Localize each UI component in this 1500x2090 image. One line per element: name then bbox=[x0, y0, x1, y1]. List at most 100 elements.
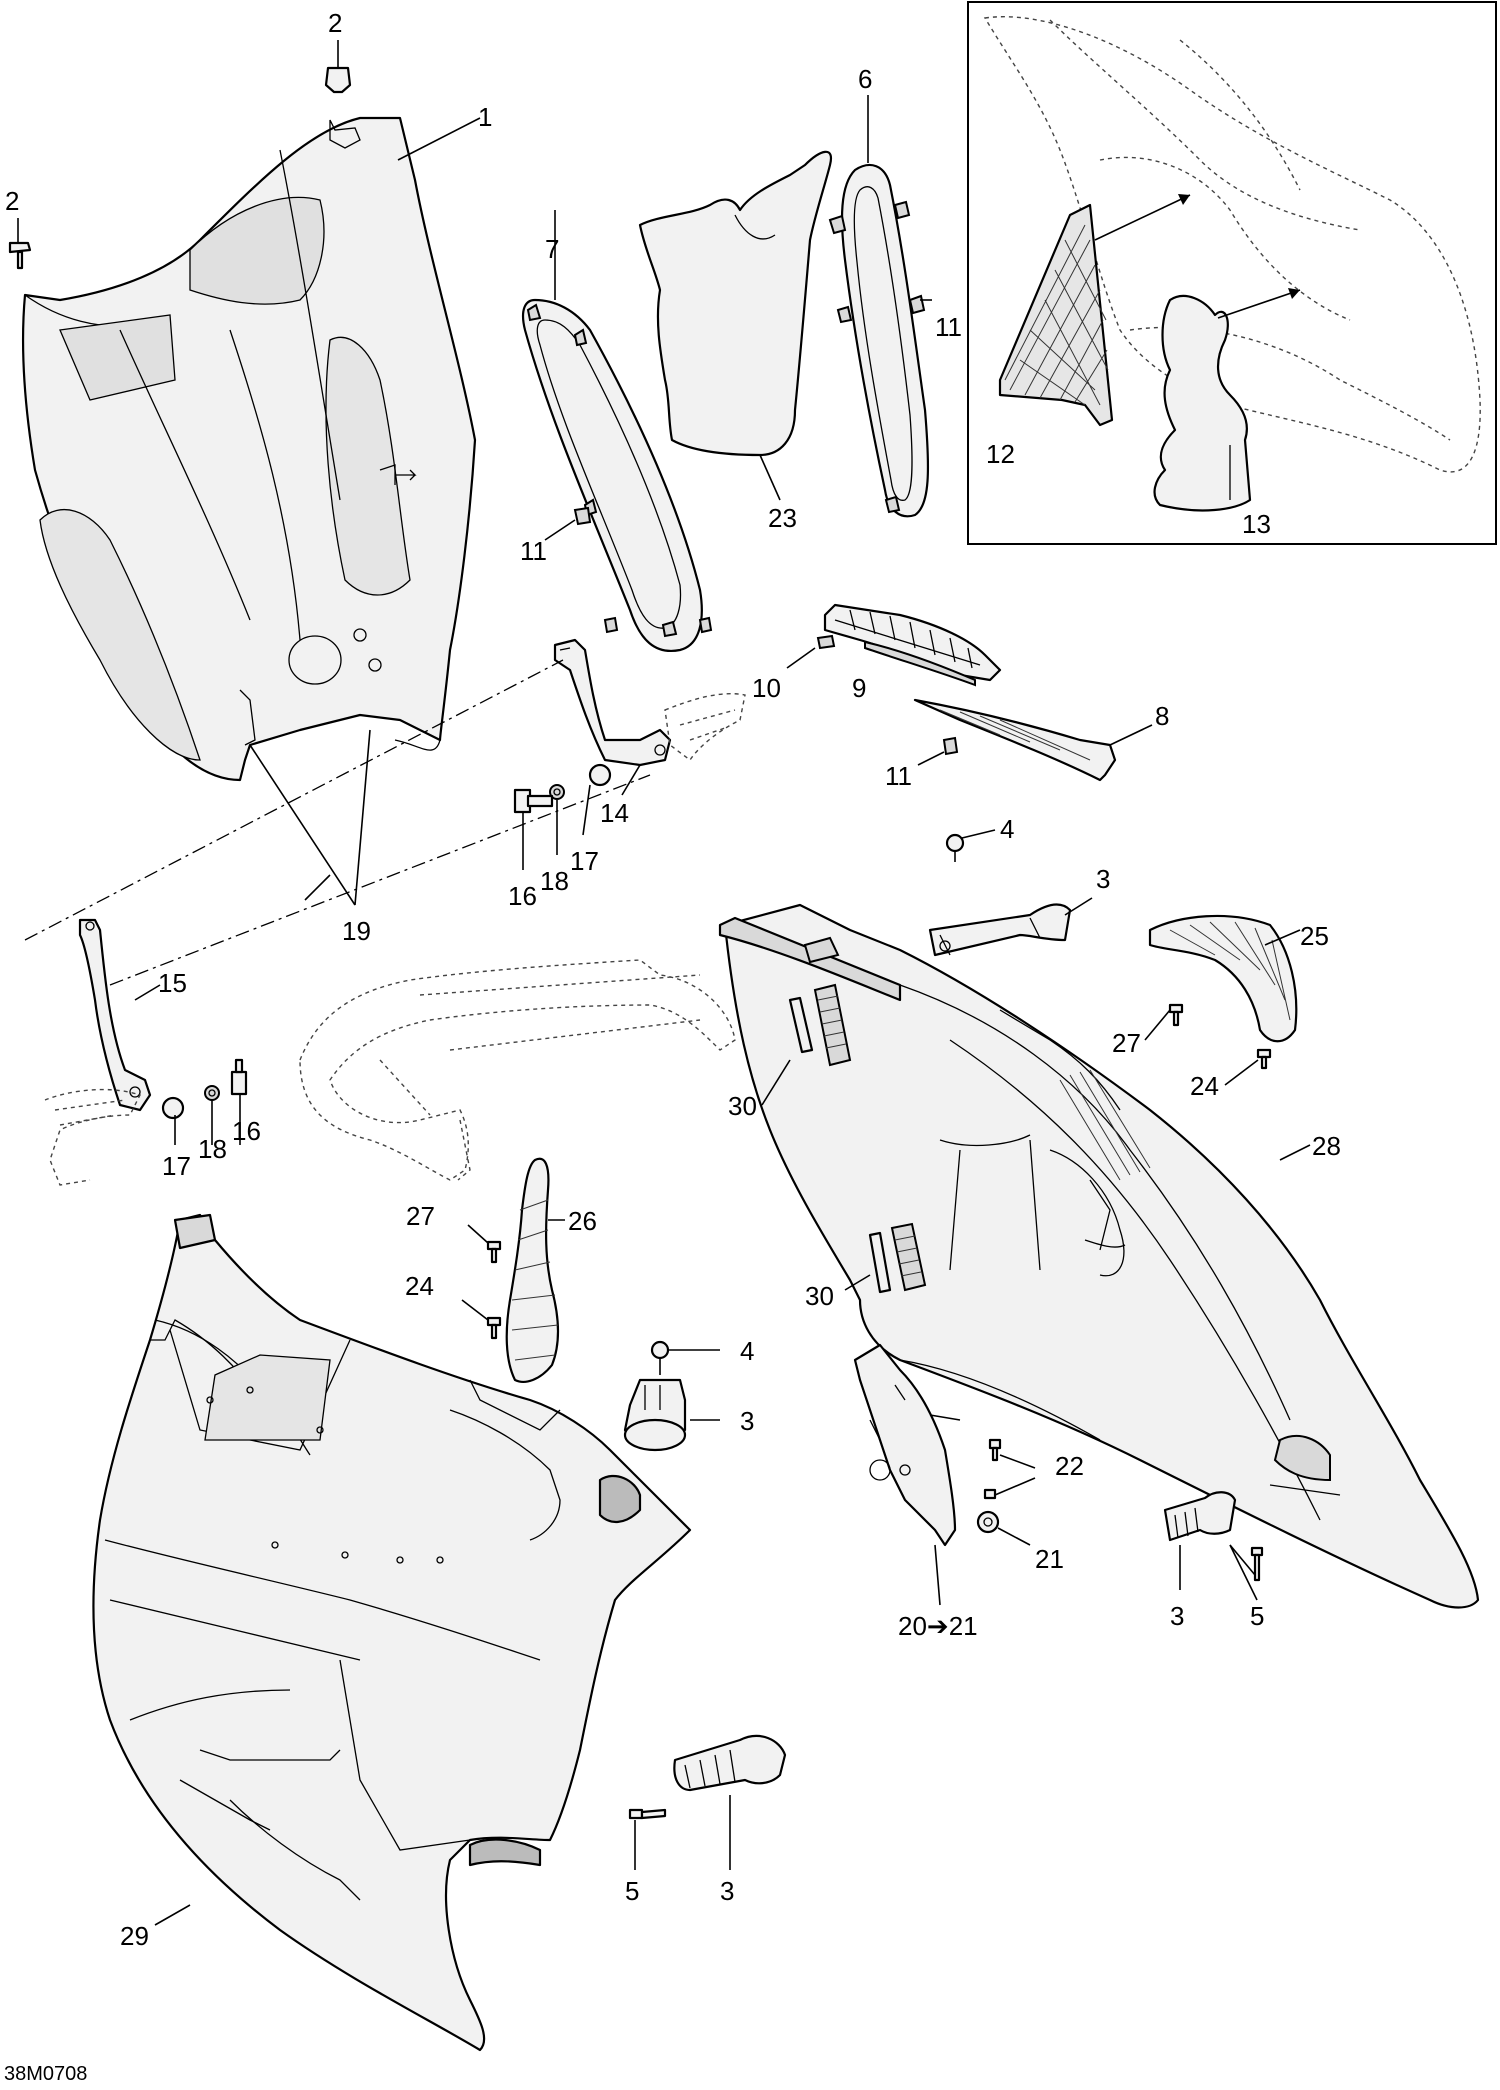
part-3-handle-center bbox=[623, 1378, 720, 1452]
leader-1 bbox=[397, 117, 481, 161]
callout-16b: 16 bbox=[232, 1116, 261, 1146]
inset-arrow bbox=[1217, 289, 1301, 319]
part-12-mesh-panel bbox=[998, 203, 1114, 427]
callout-18b: 18 bbox=[198, 1134, 227, 1164]
part-30-tape-upper bbox=[761, 983, 852, 1106]
part-29-side-panel bbox=[92, 1213, 692, 2052]
callout-26: 26 bbox=[568, 1206, 597, 1236]
callout-23: 23 bbox=[768, 503, 797, 533]
part-3-handle-upper bbox=[928, 897, 1093, 957]
ghost-line bbox=[1099, 156, 1351, 321]
part-27-screw-center bbox=[467, 1224, 502, 1264]
callout-19: 19 bbox=[342, 916, 371, 946]
callout-24a: 24 bbox=[1190, 1071, 1219, 1101]
ghost-frame-lower-left bbox=[44, 1088, 141, 1186]
ghost-line bbox=[1179, 39, 1301, 191]
callout-27a: 27 bbox=[1112, 1028, 1141, 1058]
callout-28: 28 bbox=[1312, 1131, 1341, 1161]
part-25-deflector bbox=[1148, 914, 1301, 1043]
ghost-line bbox=[1049, 19, 1361, 231]
part-10-nut bbox=[786, 634, 836, 669]
leader-19-a bbox=[249, 744, 356, 906]
callout-29: 29 bbox=[120, 1921, 149, 1951]
part-8-trim-strip bbox=[913, 698, 1153, 782]
callout-25: 25 bbox=[1300, 921, 1329, 951]
callout-7: 7 bbox=[545, 234, 559, 264]
callout-17a: 17 bbox=[570, 846, 599, 876]
callout-14: 14 bbox=[600, 798, 629, 828]
callout-3b: 3 bbox=[740, 1406, 754, 1436]
part-26-deflector bbox=[505, 1157, 565, 1383]
callout-5a: 5 bbox=[1250, 1601, 1264, 1631]
leader-17a bbox=[582, 784, 591, 836]
ghost-frame-piece bbox=[664, 692, 746, 762]
callout-8: 8 bbox=[1155, 701, 1169, 731]
callout-4b: 4 bbox=[740, 1336, 754, 1366]
part-21-grommet bbox=[976, 1510, 1031, 1546]
callout-27b: 27 bbox=[406, 1201, 435, 1231]
part-11-clip-a bbox=[544, 506, 592, 541]
part-27-screw-right bbox=[1144, 1003, 1184, 1041]
callout-2b: 2 bbox=[5, 186, 19, 216]
part-5-screw-right bbox=[1229, 1544, 1264, 1601]
inset-view bbox=[967, 1, 1497, 545]
part-24-screw-center bbox=[461, 1299, 502, 1340]
callout-11c: 11 bbox=[885, 761, 912, 791]
callout-16a: 16 bbox=[508, 881, 537, 911]
drawing-code: 38M0708 bbox=[4, 2063, 87, 2085]
callout-20: 20➔21 bbox=[898, 1611, 978, 1641]
callout-18a: 18 bbox=[540, 866, 569, 896]
callout-3c: 3 bbox=[1170, 1601, 1184, 1631]
part-28-side-panel bbox=[718, 903, 1480, 1609]
callout-10: 10 bbox=[752, 673, 781, 703]
callout-6: 6 bbox=[858, 64, 872, 94]
callout-1: 1 bbox=[478, 102, 492, 132]
ghost-vehicle-outline bbox=[983, 16, 1481, 473]
callout-4a: 4 bbox=[1000, 814, 1014, 844]
callout-21: 21 bbox=[1035, 1544, 1064, 1574]
callout-labels: 2 1 2 6 7 11 11 23 12 13 10 9 8 11 14 16… bbox=[4, 8, 1341, 2085]
callout-13: 13 bbox=[1242, 509, 1271, 539]
callout-3a: 3 bbox=[1096, 864, 1110, 894]
callout-9: 9 bbox=[852, 673, 866, 703]
hardware-stack-lower bbox=[161, 1058, 248, 1120]
part-3-handle-right bbox=[1163, 1491, 1237, 1590]
part-1-hood bbox=[21, 116, 477, 782]
hardware-stack-upper bbox=[513, 763, 612, 814]
part-7-vent-frame bbox=[521, 210, 713, 653]
callout-24b: 24 bbox=[405, 1271, 434, 1301]
callout-5b: 5 bbox=[625, 1876, 639, 1906]
part-6-vent-frame bbox=[828, 95, 930, 518]
callout-22: 22 bbox=[1055, 1451, 1084, 1481]
part-9-vent-grille bbox=[823, 603, 1002, 687]
part-2-clip-left bbox=[8, 218, 32, 270]
part-20-mounting-plate bbox=[853, 1343, 961, 1606]
center-line bbox=[109, 774, 651, 986]
part-14-bracket bbox=[553, 638, 672, 796]
inset-frame bbox=[967, 1, 1497, 545]
part-23-foam-panel bbox=[638, 150, 833, 501]
callout-17b: 17 bbox=[162, 1151, 191, 1181]
part-3-handle-bottom bbox=[673, 1734, 787, 1870]
ghost-frame-center bbox=[299, 959, 736, 1181]
part-24-screw-right bbox=[1224, 1048, 1272, 1086]
callout-3d: 3 bbox=[720, 1876, 734, 1906]
callout-11a: 11 bbox=[935, 312, 962, 342]
part-5-screw-bottom bbox=[628, 1808, 667, 1870]
leader-19-b bbox=[354, 729, 371, 906]
inset-arrow bbox=[1094, 194, 1191, 241]
leader-28 bbox=[1279, 1144, 1311, 1161]
part-11-clip-c bbox=[917, 736, 959, 766]
part-2-clip-top bbox=[324, 40, 352, 94]
part-22-screws bbox=[983, 1438, 1036, 1500]
center-line bbox=[24, 659, 564, 941]
callout-30b: 30 bbox=[805, 1281, 834, 1311]
callout-2a: 2 bbox=[328, 8, 342, 38]
leader-15 bbox=[134, 984, 161, 1001]
part-4-rivet-center bbox=[650, 1340, 720, 1375]
part-30-tape-lower bbox=[844, 1222, 927, 1294]
callout-12: 12 bbox=[986, 439, 1015, 469]
part-4-rivet-upper bbox=[945, 829, 996, 862]
